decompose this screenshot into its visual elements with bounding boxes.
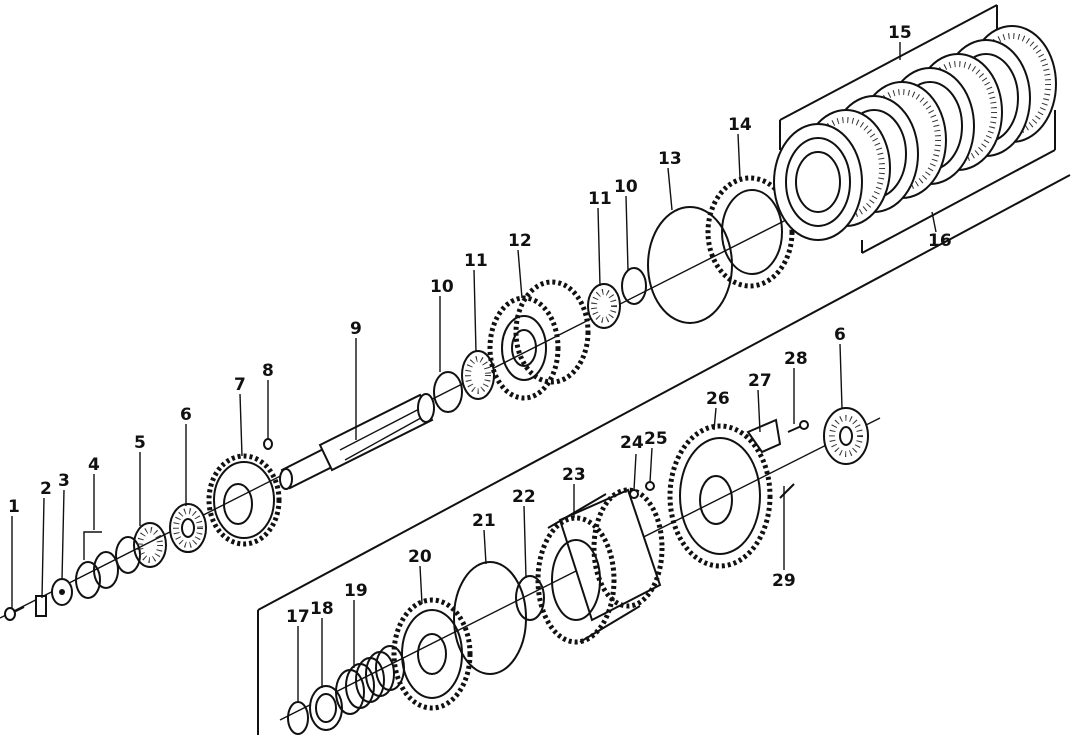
label-25: 25 [644, 429, 668, 449]
part-17-snap-ring [287, 701, 309, 735]
label-6b: 6 [834, 325, 846, 345]
label-17: 17 [286, 607, 310, 627]
part-21-seal-ring [453, 561, 527, 675]
label-10a: 10 [430, 277, 454, 297]
callout-labels: 1 2 3 4 5 6 7 8 9 10 11 12 11 10 13 14 1… [8, 23, 952, 627]
part-5-bearing [115, 522, 167, 574]
part-1-bolt [4, 606, 25, 621]
part-28-bolt [787, 420, 809, 433]
part-11-bearing [461, 350, 495, 400]
part-27-bracket [746, 418, 782, 454]
part-19-spring [335, 645, 405, 715]
label-9: 9 [350, 319, 362, 339]
part-11b-bearing [587, 283, 621, 329]
label-2: 2 [40, 479, 52, 499]
part-4-snap-rings [75, 531, 119, 599]
part-13-snap-ring [647, 206, 733, 324]
label-14: 14 [728, 115, 752, 135]
part-8-pin [263, 438, 273, 450]
frame-lines [257, 4, 1071, 735]
label-11b: 11 [588, 189, 612, 209]
part-9-shaft [279, 393, 435, 490]
part-10-snap-ring [433, 371, 463, 413]
label-6: 6 [180, 405, 192, 425]
part-7-gear [206, 453, 282, 547]
part-6b-bearing [823, 407, 869, 465]
label-4: 4 [88, 455, 100, 475]
part-3-washer [51, 578, 73, 606]
part-12-gear [487, 279, 591, 401]
label-27: 27 [748, 371, 772, 391]
label-15: 15 [888, 23, 912, 43]
part-14-plate [705, 175, 795, 289]
label-24: 24 [620, 433, 644, 453]
label-26: 26 [706, 389, 730, 409]
label-20: 20 [408, 547, 432, 567]
label-28: 28 [784, 349, 808, 369]
label-18: 18 [310, 599, 334, 619]
part-23-clutch-drum [535, 487, 665, 645]
part-10b-snap-ring [621, 267, 647, 305]
part-26-gear [667, 423, 773, 569]
label-11a: 11 [464, 251, 488, 271]
label-1: 1 [8, 497, 20, 517]
part-29-bolt [779, 483, 795, 499]
part-6-bearing [169, 503, 207, 553]
label-5: 5 [134, 433, 146, 453]
label-3: 3 [58, 471, 70, 491]
label-12: 12 [508, 231, 532, 251]
part-18-washer [309, 685, 343, 731]
label-19: 19 [344, 581, 368, 601]
label-22: 22 [512, 487, 536, 507]
label-8: 8 [262, 361, 274, 381]
label-16: 16 [928, 231, 952, 251]
label-10b: 10 [614, 177, 638, 197]
label-29: 29 [772, 571, 796, 591]
part-2-lock-plate [35, 595, 47, 617]
part-22-seal [515, 575, 545, 621]
part-20-piston [391, 597, 473, 711]
label-7: 7 [234, 375, 246, 395]
part-15-16-clutch-pack [773, 25, 1057, 241]
label-13: 13 [658, 149, 682, 169]
leader-lines [11, 42, 937, 702]
label-21: 21 [472, 511, 496, 531]
label-23: 23 [562, 465, 586, 485]
